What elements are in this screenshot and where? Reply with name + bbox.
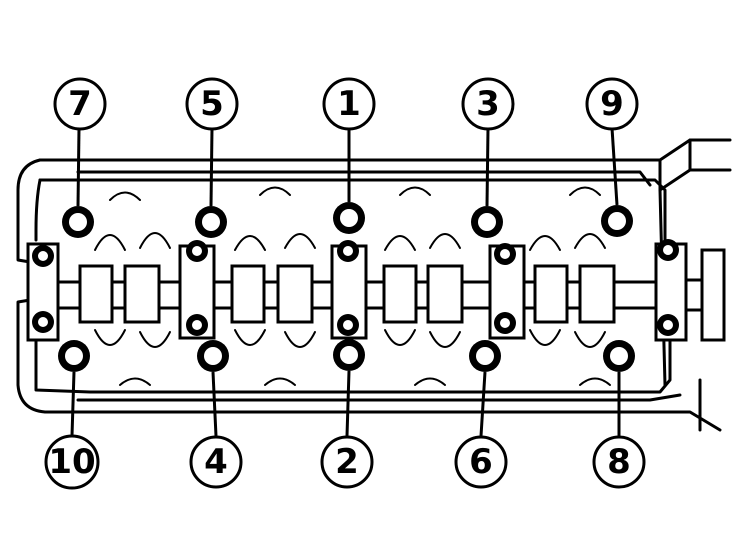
svg-text:4: 4 [204,442,228,482]
svg-text:9: 9 [600,84,624,124]
svg-text:1: 1 [337,84,361,124]
callout-2: 2 [320,435,374,489]
leader-lines [70,127,621,437]
camshaft [26,242,726,342]
svg-text:3: 3 [476,84,500,124]
callout-3: 3 [461,77,515,131]
callouts-top: 7 5 1 3 9 [53,77,639,131]
svg-text:2: 2 [335,442,359,482]
callout-5: 5 [185,77,239,131]
svg-text:6: 6 [469,442,493,482]
svg-text:5: 5 [200,84,224,124]
svg-text:8: 8 [607,442,631,482]
bearing-cap-bolts [32,239,679,336]
callout-9: 9 [585,77,639,131]
callouts-bottom: 10 4 2 6 8 [44,434,646,490]
svg-text:7: 7 [68,84,92,124]
valve-springs [94,186,611,386]
callout-8: 8 [592,435,646,489]
callout-7: 7 [53,77,107,131]
callout-4: 4 [189,435,243,489]
callout-10: 10 [44,434,100,490]
head-bolts [58,202,635,372]
svg-text:10: 10 [48,442,95,482]
callout-1: 1 [322,77,376,131]
callout-6: 6 [454,435,508,489]
